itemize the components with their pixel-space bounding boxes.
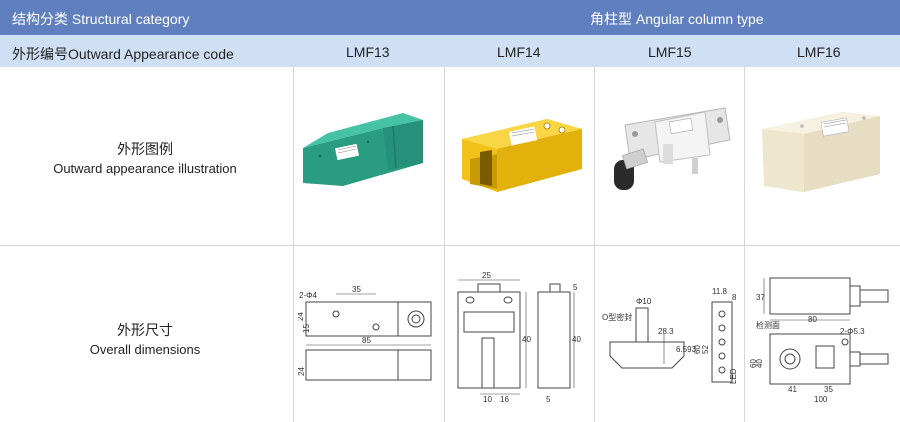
lmf16-photo xyxy=(762,112,880,192)
lmf13-dim-label: 2-Φ4 xyxy=(299,291,317,300)
lmf14-dim-label: 5 xyxy=(573,283,578,292)
code-lmf16: LMF16 xyxy=(797,44,841,60)
lmf13-dim-label: 24 xyxy=(298,312,305,321)
lmf15-dim-label: Φ10 xyxy=(636,297,652,306)
dimensions-label-en: Overall dimensions xyxy=(89,342,201,357)
lmf15-dim-label: 8 xyxy=(732,293,737,302)
lmf16-dim-label: 100 xyxy=(814,395,828,404)
lmf16-dim-label: 40 xyxy=(755,359,764,368)
grid-line xyxy=(594,67,595,422)
grid-line xyxy=(744,67,745,422)
lmf16-dimension-drawing: 37 检测面 80 2-Φ5.3 40 60 41 35 100 xyxy=(750,277,889,404)
lmf16-dim-label: 80 xyxy=(808,315,817,324)
lmf15-dim-label: 6.593 xyxy=(676,345,697,354)
category-label: 结构分类 Structural category xyxy=(12,11,190,27)
lmf16-dim-label: 41 xyxy=(788,385,797,394)
lmf13-dim-label: 24 xyxy=(298,367,306,376)
lmf13-dimension-drawing: 2-Φ4 35 24 15 85 24 xyxy=(298,285,432,381)
lmf13-dim-label: 15 xyxy=(302,324,311,333)
lmf13-dim-label: 35 xyxy=(352,285,361,294)
code-row-label: 外形编号Outward Appearance code xyxy=(12,46,234,62)
lmf15-dim-label: O型密封 xyxy=(602,312,632,322)
lmf16-dim-label: 检测面 xyxy=(756,320,780,330)
dimensions-row-label: 外形尺寸 Overall dimensions xyxy=(0,320,290,357)
lmf14-dimension-drawing: 25 40 40 5 10 16 5 xyxy=(457,272,581,404)
lmf16-dim-label: 37 xyxy=(756,293,765,302)
lmf16-dim-label: 35 xyxy=(824,385,833,394)
lmf14-dim-label: 5 xyxy=(546,395,551,404)
lmf15-dim-label: LED xyxy=(729,368,738,384)
row-divider xyxy=(0,245,900,246)
type-label: 角柱型 Angular column type xyxy=(590,11,764,27)
appearance-label-cn: 外形图例 xyxy=(117,141,173,157)
lmf16-dim-label: 2-Φ5.3 xyxy=(840,327,865,336)
lmf14-photo xyxy=(462,119,582,192)
lmf15-dimension-drawing: Φ10 O型密封 28.3 6.593 11.8 8 52 60 LED xyxy=(602,287,738,384)
lmf15-dim-label: 28.3 xyxy=(658,327,674,336)
lmf14-dim-label: 10 xyxy=(483,395,492,404)
appearance-label-en: Outward appearance illustration xyxy=(53,161,237,176)
code-lmf13: LMF13 xyxy=(346,44,390,60)
code-row: 外形编号Outward Appearance code LMF13 LMF14 … xyxy=(0,35,900,67)
grid-line xyxy=(444,67,445,422)
lmf15-dim-label: 52 xyxy=(701,345,710,354)
code-lmf15: LMF15 xyxy=(648,44,692,60)
lmf13-dim-label: 85 xyxy=(362,336,371,345)
table-header: 结构分类 Structural category 角柱型 Angular col… xyxy=(0,0,900,35)
lmf15-dim-label: 60 xyxy=(693,345,702,354)
lmf14-dim-label: 25 xyxy=(482,272,491,280)
dimensions-label-cn: 外形尺寸 xyxy=(117,322,173,338)
lmf14-dim-label: 16 xyxy=(500,395,509,404)
lmf15-photo xyxy=(614,107,731,190)
lmf14-dim-label: 40 xyxy=(572,335,581,344)
appearance-row-label: 外形图例 Outward appearance illustration xyxy=(0,139,290,176)
lmf16-dim-label: 60 xyxy=(750,359,758,368)
lmf15-dim-label: 11.8 xyxy=(712,287,728,296)
lmf13-photo xyxy=(303,113,423,186)
code-lmf14: LMF14 xyxy=(497,44,541,60)
grid-line xyxy=(293,67,294,422)
lmf14-dim-label: 40 xyxy=(522,335,531,344)
